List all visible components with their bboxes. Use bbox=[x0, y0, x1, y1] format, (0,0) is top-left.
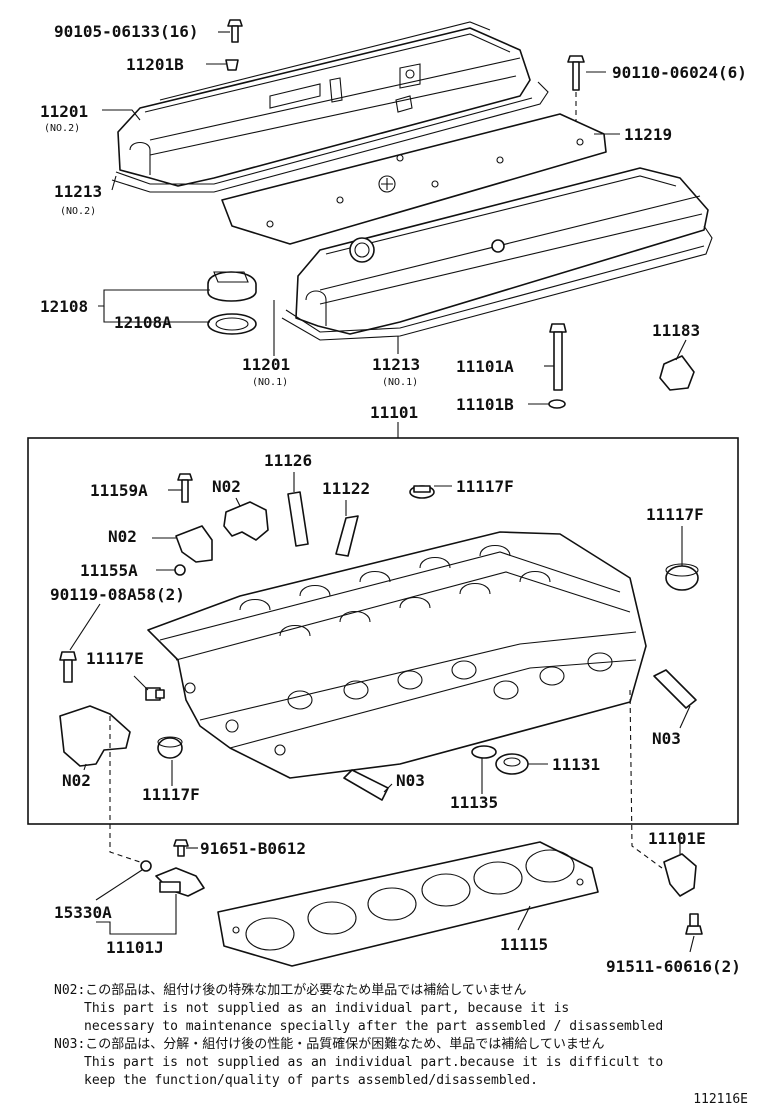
label-11122: 11122 bbox=[322, 479, 370, 498]
label-11155a: 11155A bbox=[80, 561, 138, 580]
gasket-11213-no1 bbox=[281, 225, 713, 341]
label-n02-b: N02 bbox=[108, 527, 137, 546]
note-n03-jp: N03:この部品は、分解・組付け後の性能・品質確保が困難なため、単品では補給して… bbox=[54, 1037, 605, 1052]
note-n02-en-2: necessary to maintenance specially after… bbox=[84, 1019, 664, 1034]
note-n03-en-2: keep the function/quality of parts assem… bbox=[84, 1073, 538, 1088]
label-11213-no1-sub: (NO.1) bbox=[382, 377, 418, 388]
label-11131: 11131 bbox=[552, 755, 600, 774]
gasket-11213-no2 bbox=[111, 81, 549, 193]
label-11159a: 11159A bbox=[90, 481, 148, 500]
label-90105-06133: 90105-06133(16) bbox=[54, 22, 199, 41]
label-11117f-b: 11117F bbox=[646, 505, 704, 524]
guide-n03-a bbox=[653, 669, 697, 709]
label-11201-no2-sub: (NO.2) bbox=[44, 123, 80, 134]
label-11117f-c: 11117F bbox=[142, 785, 200, 804]
bolt-90119-08a58 bbox=[59, 651, 77, 683]
pin-11155a bbox=[174, 564, 186, 576]
cover-plate-11219 bbox=[221, 113, 607, 245]
label-11213-no1: 11213 bbox=[372, 355, 420, 374]
label-91511-60616: 91511-60616(2) bbox=[606, 957, 741, 976]
label-n02-a: N02 bbox=[212, 477, 241, 496]
cylinder-head-cover-no2 bbox=[117, 21, 531, 187]
label-11201b: 11201B bbox=[126, 55, 184, 74]
part-11126 bbox=[287, 491, 309, 547]
plug-11117f-b bbox=[665, 563, 699, 591]
diagram-reference-number: 112116E bbox=[693, 1092, 748, 1107]
label-12108a: 12108A bbox=[114, 313, 172, 332]
note-n03-en-1: This part is not supplied as an individu… bbox=[84, 1055, 664, 1070]
seal-11131 bbox=[495, 753, 529, 775]
note-n02-jp: N02:この部品は、組付け後の特殊な加工が必要なため単品では補給していません bbox=[54, 983, 527, 998]
part-11122 bbox=[335, 515, 359, 557]
label-11117e: 11117E bbox=[86, 649, 144, 668]
bolt-91511-60616 bbox=[685, 913, 703, 935]
head-gasket-11115 bbox=[217, 841, 599, 967]
washer-11101b bbox=[548, 399, 566, 409]
label-91651-b0612: 91651-B0612 bbox=[200, 839, 306, 858]
cap-gasket-12108a bbox=[207, 313, 257, 335]
bolt-90105-06133 bbox=[227, 19, 243, 43]
bearing-cap-n02-a bbox=[223, 501, 269, 541]
label-11201-no1: 11201 bbox=[242, 355, 290, 374]
label-11135: 11135 bbox=[450, 793, 498, 812]
part-11183 bbox=[659, 355, 695, 391]
bearing-cap-n02-b bbox=[175, 525, 213, 563]
label-11201-no2: 11201 bbox=[40, 102, 88, 121]
label-15330a: 15330A bbox=[54, 903, 112, 922]
label-12108: 12108 bbox=[40, 297, 88, 316]
grommet-11201b bbox=[225, 59, 239, 71]
label-11183: 11183 bbox=[652, 321, 700, 340]
plug-assembly-11101j bbox=[155, 867, 205, 897]
label-11213-no2-sub: (NO.2) bbox=[60, 206, 96, 217]
cylinder-head-assembly-box bbox=[27, 437, 739, 825]
plug-11117f-a bbox=[409, 485, 435, 499]
label-n03-a: N03 bbox=[652, 729, 681, 748]
label-n02-c: N02 bbox=[62, 771, 91, 790]
label-11101e: 11101E bbox=[648, 829, 706, 848]
guide-n03-b bbox=[343, 769, 389, 801]
label-11117f-a: 11117F bbox=[456, 477, 514, 496]
oring-15330a bbox=[140, 860, 152, 872]
label-11201-no1-sub: (NO.1) bbox=[252, 377, 288, 388]
note-n02-en-1: This part is not supplied as an individu… bbox=[84, 1001, 570, 1016]
label-90119-08a58: 90119-08A58(2) bbox=[50, 585, 185, 604]
label-11101: 11101 bbox=[370, 403, 418, 422]
part-11101e bbox=[663, 853, 697, 897]
footnotes: N02:この部品は、組付け後の特殊な加工が必要なため単品では補給していません T… bbox=[54, 982, 754, 1090]
cylinder-head-11101 bbox=[147, 531, 647, 779]
label-11101j: 11101J bbox=[106, 938, 164, 957]
plug-11117f-c bbox=[157, 736, 183, 759]
plug-11117e bbox=[145, 687, 165, 701]
label-11101b: 11101B bbox=[456, 395, 514, 414]
label-11115: 11115 bbox=[500, 935, 548, 954]
label-90110-06024: 90110-06024(6) bbox=[612, 63, 747, 82]
label-11219: 11219 bbox=[624, 125, 672, 144]
label-n03-b: N03 bbox=[396, 771, 425, 790]
label-11101a: 11101A bbox=[456, 357, 514, 376]
label-11213-no2: 11213 bbox=[54, 182, 102, 201]
bolt-90110-06024 bbox=[567, 55, 585, 91]
housing-n02-c bbox=[59, 705, 131, 767]
bolt-11159a bbox=[177, 473, 193, 503]
oil-filler-cap-12108 bbox=[207, 271, 257, 302]
cylinder-head-cover-no1 bbox=[295, 167, 709, 335]
label-11126: 11126 bbox=[264, 451, 312, 470]
washer-11135 bbox=[471, 745, 497, 759]
bolt-91651-b0612 bbox=[173, 839, 189, 857]
stud-bolt-11101a bbox=[549, 323, 567, 391]
